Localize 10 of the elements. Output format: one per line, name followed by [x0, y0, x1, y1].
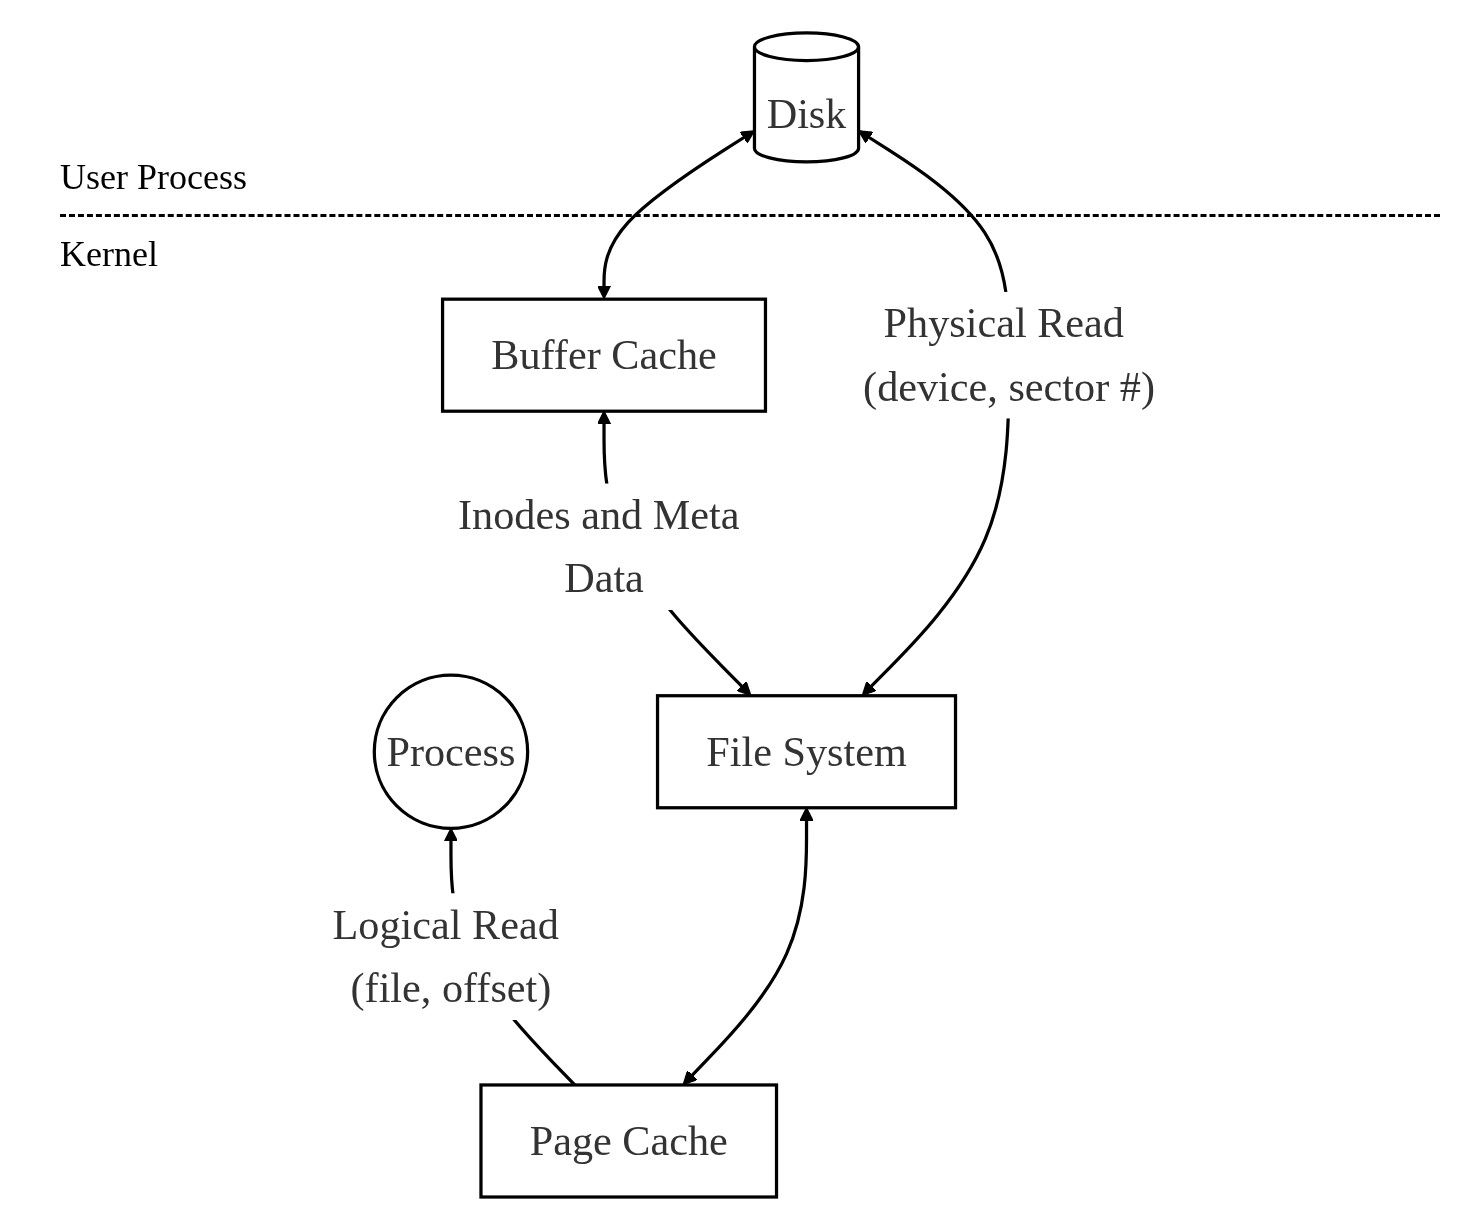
edge-label: Inodes and Meta Data: [458, 491, 740, 602]
region-label: User Process: [60, 156, 247, 198]
edge-label: Logical Read (file, offset): [332, 901, 559, 1012]
node-box: Page Cache: [479, 1083, 779, 1199]
edge-label: Physical Read (device, sector #): [863, 299, 1155, 411]
node-box: Buffer Cache: [440, 297, 768, 413]
node-box: File System: [655, 694, 958, 810]
region-label: Kernel: [60, 233, 158, 275]
arrow: [596, 130, 756, 300]
node-circle: Process: [372, 673, 530, 831]
